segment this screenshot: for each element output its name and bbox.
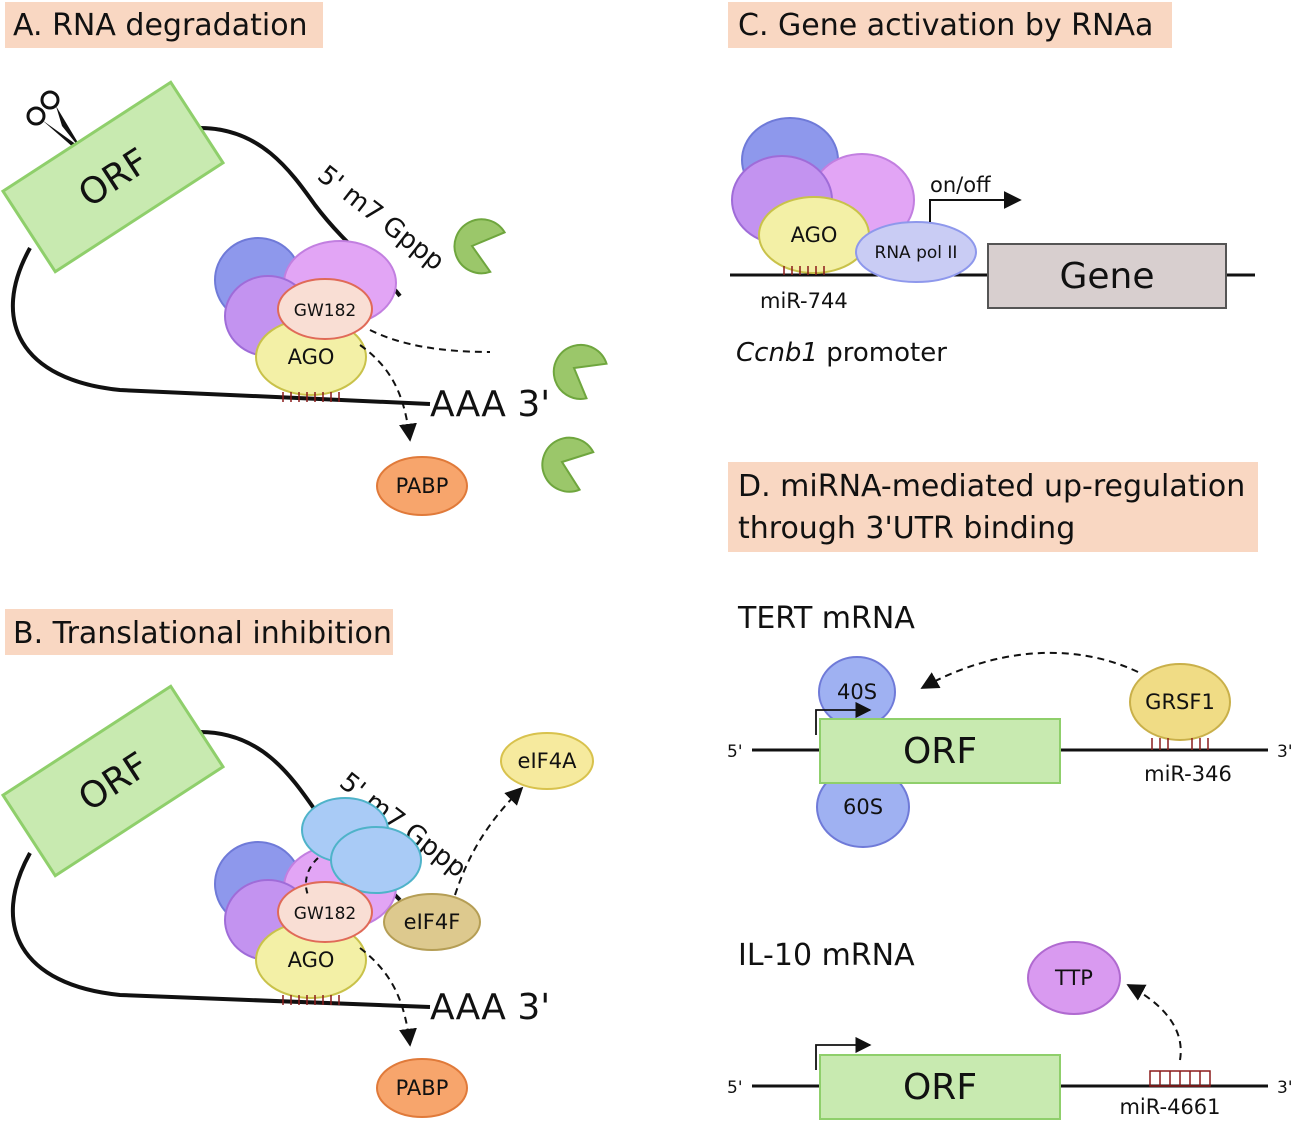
ago-label: AGO — [288, 345, 335, 369]
pabp-arrow — [359, 344, 417, 442]
pabp-label-b: PABP — [396, 1076, 449, 1100]
panel-a-title-bg — [5, 2, 323, 48]
polya-label-b: AAA 3' — [430, 987, 550, 1028]
ttp-arrow — [1126, 984, 1182, 1061]
mrna-strand-3prime-b — [11, 852, 431, 1009]
mrna-strand-3prime — [11, 247, 431, 406]
orf-box: ORF — [0, 80, 226, 274]
transcription-arrow — [929, 191, 1022, 222]
eif4f-protein — [383, 893, 481, 951]
gw182-label-b: GW182 — [294, 904, 356, 924]
gene-box — [987, 243, 1227, 309]
panel-b-title-bg — [5, 609, 393, 655]
panel-d-title-line2: through 3'UTR binding — [738, 511, 1075, 546]
ago-label-c: AGO — [791, 223, 838, 247]
grsf1-label: GRSF1 — [1145, 690, 1215, 714]
eif4a-arrow — [454, 786, 524, 896]
grsf1-arrow — [920, 651, 1139, 689]
panel-c-title-bg — [728, 2, 1172, 48]
panel-b: B. Translational inhibition ORF 5' m7 Gp… — [0, 609, 594, 1118]
gw182-label: GW182 — [294, 301, 356, 321]
pabp-label: PABP — [396, 474, 449, 498]
eif4f-label: eIF4F — [404, 910, 461, 934]
tert-mirna-label: miR-346 — [1144, 762, 1232, 786]
tert-three-prime: 3' — [1277, 742, 1293, 762]
eif4a-protein — [500, 732, 594, 790]
degraded-strand — [369, 329, 491, 353]
gw182-ribosome-link — [304, 857, 319, 896]
ago-label-b: AGO — [288, 948, 335, 972]
pabp-protein — [376, 456, 468, 516]
pabp-protein-b — [376, 1058, 468, 1118]
gene-label: Gene — [1059, 256, 1154, 297]
panel-c-title: C. Gene activation by RNAa — [738, 8, 1153, 43]
il10-orf-label: ORF — [903, 1067, 977, 1108]
rna-pol-ii — [855, 221, 977, 283]
promoter-word: promoter — [818, 338, 947, 368]
eif4a-label: eIF4A — [518, 749, 578, 773]
il10-three-prime: 3' — [1277, 1078, 1293, 1098]
promoter-gene-name: Ccnb1 — [736, 338, 818, 368]
orf-box-b: ORF — [0, 684, 226, 878]
exonuclease-1 — [453, 218, 507, 275]
il10-label: IL-10 mRNA — [738, 938, 915, 973]
mirna-ticks-b — [282, 995, 340, 1005]
tert-label: TERT mRNA — [737, 601, 915, 636]
gw182-protein-b — [277, 881, 373, 943]
ttp-label: TTP — [1054, 966, 1093, 990]
panel-b-title: B. Translational inhibition — [13, 616, 392, 651]
ttp-protein — [1027, 941, 1121, 1015]
rna-pol-ii-label: RNA pol II — [875, 243, 958, 263]
pabp-arrow-b — [359, 947, 417, 1047]
ribosome-40s-label: 40S — [837, 680, 877, 704]
il10-orf-box — [819, 1054, 1061, 1120]
gw182-protein — [277, 278, 373, 340]
panel-d: D. miRNA-mediated up-regulation through … — [727, 462, 1293, 1120]
mirna-label-c: miR-744 — [760, 289, 848, 313]
il10-start-arrow — [815, 1036, 872, 1070]
polya-label: AAA 3' — [430, 384, 550, 425]
mirna-ticks-tert — [1151, 738, 1209, 750]
tert-orf-box — [819, 718, 1061, 784]
ribosome-subunit-2 — [330, 826, 422, 894]
il10-five-prime: 5' — [727, 1078, 743, 1098]
panel-c: C. Gene activation by RNAa AGO RNA pol I… — [728, 2, 1255, 368]
panel-a: A. RNA degradation ORF 5' m7 Gppp AGO GW… — [0, 2, 608, 516]
panel-a-title: A. RNA degradation — [13, 8, 308, 43]
panel-d-title-bg — [728, 462, 1258, 552]
panel-d-title-line1: D. miRNA-mediated up-regulation — [738, 469, 1245, 504]
mirna-ticks-c — [783, 266, 825, 275]
mirna-ticks — [282, 392, 340, 402]
tert-orf-label: ORF — [903, 731, 977, 772]
tert-start-arrow — [815, 701, 872, 735]
grsf1-protein — [1129, 663, 1231, 741]
ribosome-60s-label: 60S — [843, 795, 883, 819]
il10-mirna-label: miR-4661 — [1119, 1095, 1220, 1119]
mirna-ticks-il10 — [1159, 1071, 1201, 1086]
exonuclease-2 — [552, 343, 608, 400]
tert-five-prime: 5' — [727, 742, 743, 762]
exonuclease-3 — [541, 436, 595, 493]
promoter-label: Ccnb1 promoter — [736, 338, 947, 368]
onoff-label: on/off — [930, 173, 991, 197]
